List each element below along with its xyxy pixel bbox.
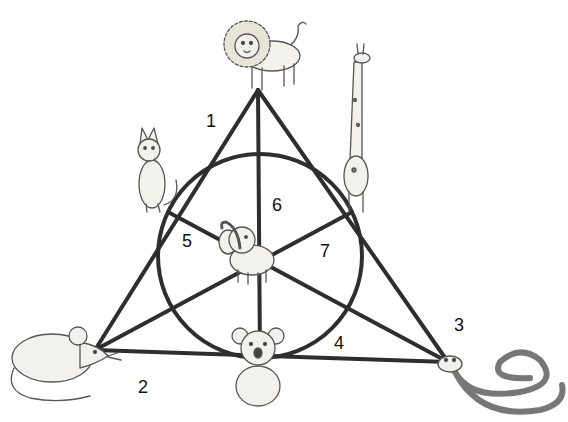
side-line	[95, 90, 258, 350]
callout-number: 6	[270, 196, 284, 214]
median-line	[258, 90, 260, 358]
median-line	[95, 212, 352, 350]
cat-figure	[138, 128, 177, 212]
koala-figure	[232, 328, 284, 406]
snake-figure	[438, 352, 563, 411]
mouse-figure	[11, 327, 121, 401]
callout-number: 1	[204, 112, 218, 130]
callout-number: 5	[180, 232, 194, 250]
fano-lines	[95, 90, 448, 362]
callout-number: 2	[136, 378, 150, 396]
giraffe-figure	[344, 44, 370, 212]
callout-number: 4	[332, 334, 346, 352]
callout-number: 3	[452, 316, 466, 334]
median-line	[168, 212, 448, 362]
circle-line	[158, 154, 362, 358]
callout-number: 7	[318, 242, 332, 260]
lion-figure	[224, 21, 306, 90]
elephant-figure	[219, 222, 274, 284]
